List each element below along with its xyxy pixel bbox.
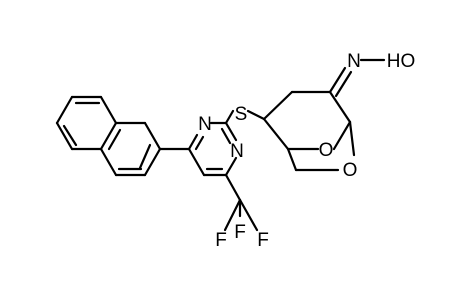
bond <box>262 90 294 121</box>
dioxabicyclo-ring <box>262 90 356 172</box>
atom-oxygen-bridge-2: O <box>343 160 358 181</box>
trifluoromethyl-group <box>223 173 259 232</box>
double-bond <box>334 70 353 98</box>
bond <box>187 147 206 177</box>
naphthalene-ring <box>55 95 162 177</box>
bond <box>223 198 242 232</box>
bond <box>187 133 199 151</box>
bond <box>99 95 118 125</box>
bond <box>143 121 162 151</box>
double-bond-inner <box>107 128 122 151</box>
pyrimidine-ring <box>187 121 238 177</box>
atom-fluorine-right: F <box>257 230 269 251</box>
bond <box>143 147 162 177</box>
bond <box>99 121 118 151</box>
double-bond-inner <box>194 135 205 151</box>
bond-sulfur-bicycle <box>246 109 266 121</box>
bond <box>286 147 298 172</box>
bond <box>224 173 242 202</box>
atom-sulfur: S <box>235 104 248 125</box>
bond <box>348 120 356 157</box>
bond <box>328 66 347 94</box>
atom-hydroxyl: HO <box>387 51 416 72</box>
bond-pyrimidine-sulfur <box>224 109 235 125</box>
double-bond-inner <box>62 124 78 147</box>
double-bond-inner <box>138 143 152 170</box>
bond <box>238 198 259 232</box>
oxime-group <box>328 58 386 98</box>
bond <box>99 147 118 177</box>
bond <box>55 95 74 125</box>
double-bond-inner <box>220 127 232 145</box>
bond <box>224 156 238 177</box>
bond <box>328 90 352 124</box>
atom-fluorine-left: F <box>215 230 227 251</box>
atom-n2: N <box>230 141 244 162</box>
atom-n1: N <box>198 114 212 135</box>
bond <box>55 121 74 151</box>
atom-fluorine-top: F <box>234 222 246 243</box>
bond <box>262 117 290 151</box>
atom-oxime-nitrogen: N <box>347 51 361 72</box>
atom-oxygen-bridge-1: O <box>319 140 334 161</box>
bond <box>224 121 238 142</box>
bond <box>332 120 352 151</box>
